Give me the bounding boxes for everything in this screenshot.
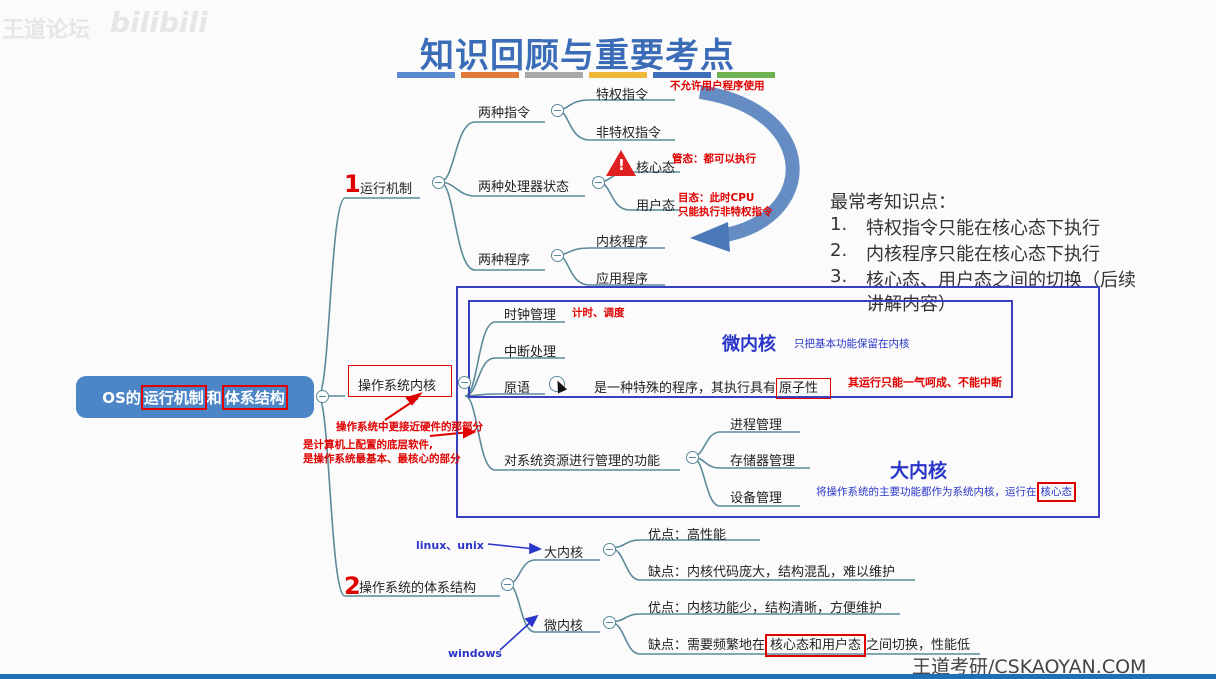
monolithic-kernel-node[interactable]: 大内核 xyxy=(544,546,584,561)
branch1-label[interactable]: 运行机制 xyxy=(360,182,413,197)
key-point-2-text: 内核程序只能在核心态下执行 xyxy=(866,244,1100,265)
micro-kernel-title: 微内核 xyxy=(722,334,776,355)
root-label-structure: 体系结构 xyxy=(221,384,288,410)
clock-management[interactable]: 时钟管理 xyxy=(504,308,557,323)
privileged-instruction[interactable]: 特权指令 xyxy=(596,88,649,103)
macro-kernel-title: 大内核 xyxy=(890,460,948,482)
branch1-collapse-toggle[interactable] xyxy=(432,176,445,189)
key-points-heading: 最常考知识点： xyxy=(830,192,956,213)
kernel-mode-note: 管态：都可以执行 xyxy=(672,153,756,165)
non-privileged-instruction[interactable]: 非特权指令 xyxy=(596,126,662,141)
branch2-collapse-toggle[interactable] xyxy=(501,578,514,591)
micro-collapse-toggle[interactable] xyxy=(603,616,616,629)
interrupt-handling[interactable]: 中断处理 xyxy=(504,345,557,360)
key-point-1-text: 特权指令只能在核心态下执行 xyxy=(866,218,1100,239)
bilibili-watermark: bilibili xyxy=(110,6,208,39)
macro-kernel-desc: 将操作系统的主要功能都作为系统内核，运行在核心态 xyxy=(816,482,1076,502)
os-kernel-node[interactable]: 操作系统内核 xyxy=(358,379,437,394)
micro-kernel-desc: 只把基本功能保留在内核 xyxy=(794,338,910,350)
processor-states-node[interactable]: 两种处理器状态 xyxy=(478,180,570,195)
warning-icon-mark: ! xyxy=(618,156,625,174)
micro-kernel-node[interactable]: 微内核 xyxy=(544,619,584,634)
atomicity: 原子性 xyxy=(776,378,832,399)
key-point-3-text: 核心态、用户态之间的切换（后续 xyxy=(866,270,1136,291)
title-bar-5 xyxy=(653,72,711,78)
root-label-mechanism: 运行机制 xyxy=(140,384,207,410)
user-mode[interactable]: 用户态 xyxy=(636,199,676,214)
macro-desc-prefix: 将操作系统的主要功能都作为系统内核，运行在 xyxy=(816,486,1037,498)
root-node[interactable]: OS的 运行机制 和 体系结构 xyxy=(76,376,314,418)
kernel-node-box xyxy=(348,365,452,397)
monolithic-pro[interactable]: 优点：高性能 xyxy=(648,528,727,543)
resource-management-node[interactable]: 对系统资源进行管理的功能 xyxy=(504,454,661,469)
instructions-collapse-toggle[interactable] xyxy=(551,104,564,117)
primitive-desc-prefix: 是一种特殊的程序，其执行具有 xyxy=(594,381,777,396)
watermark: 王道论坛 xyxy=(2,18,91,43)
key-point-2-num: 2. xyxy=(830,240,848,261)
key-point-3-num: 3. xyxy=(830,266,848,287)
root-label-and: 和 xyxy=(206,388,222,407)
primitive[interactable]: 原语 xyxy=(504,381,531,396)
instructions-node[interactable]: 两种指令 xyxy=(478,106,531,121)
key-point-1-num: 1. xyxy=(830,214,848,235)
bottom-bar xyxy=(0,674,1216,679)
linux-note: linux、unix xyxy=(416,539,484,552)
privileged-note: 不允许用户程序使用 xyxy=(670,80,765,92)
kernel-collapse-toggle[interactable] xyxy=(458,376,471,389)
monolithic-collapse-toggle[interactable] xyxy=(603,543,616,556)
process-management[interactable]: 进程管理 xyxy=(730,418,783,433)
clock-note: 计时、调度 xyxy=(572,307,625,319)
title-bar-4 xyxy=(589,72,647,78)
primitive-description: 是一种特殊的程序，其执行具有原子性 xyxy=(594,377,832,399)
user-mode-note-2: 只能执行非特权指令 xyxy=(678,206,773,218)
micro-con[interactable]: 缺点：需要频繁地在核心态和用户态之间切换，性能低 xyxy=(648,634,971,657)
micro-con-prefix: 缺点：需要频繁地在 xyxy=(648,638,766,653)
programs-node[interactable]: 两种程序 xyxy=(478,253,531,268)
kernel-note-3: 是操作系统最基本、最核心的部分 xyxy=(303,453,461,465)
kernel-note-1: 操作系统中更接近硬件的那部分 xyxy=(336,421,483,433)
micro-con-modes: 核心态和用户态 xyxy=(765,634,867,657)
branch2-number: 2 xyxy=(344,572,361,600)
warning-icon xyxy=(606,150,636,176)
root-collapse-toggle[interactable] xyxy=(316,390,329,403)
title-color-bars xyxy=(397,72,775,78)
curved-arrow-icon xyxy=(690,85,800,252)
atomic-note: 其运行只能一气呵成、不能中断 xyxy=(848,376,1002,389)
root-label-prefix: OS的 xyxy=(102,388,141,407)
title-bar-1 xyxy=(397,72,455,78)
page-title: 知识回顾与重要考点 xyxy=(420,36,735,76)
windows-note: windows xyxy=(448,647,502,660)
application-program[interactable]: 应用程序 xyxy=(596,272,649,287)
micro-con-suffix: 之间切换，性能低 xyxy=(866,638,971,653)
branch2-label[interactable]: 操作系统的体系结构 xyxy=(359,581,477,596)
mouse-cursor-icon xyxy=(549,376,565,392)
title-bar-6 xyxy=(717,72,775,78)
memory-management[interactable]: 存储器管理 xyxy=(730,454,796,469)
kernel-mode[interactable]: 核心态 xyxy=(636,161,676,176)
title-bar-2 xyxy=(461,72,519,78)
user-mode-note-1: 目态：此时CPU xyxy=(678,192,755,204)
monolithic-con[interactable]: 缺点：内核代码庞大，结构混乱，难以维护 xyxy=(648,565,896,580)
states-collapse-toggle[interactable] xyxy=(592,176,605,189)
kernel-program[interactable]: 内核程序 xyxy=(596,235,649,250)
key-point-3-continuation: 讲解内容） xyxy=(866,294,956,315)
title-bar-3 xyxy=(525,72,583,78)
footer-brand: 王道考研/CSKAOYAN.COM xyxy=(912,656,1147,678)
micro-kernel-box xyxy=(468,300,1013,398)
kernel-note-2: 是计算机上配置的底层软件, xyxy=(303,439,433,451)
micro-pro[interactable]: 优点：内核功能少，结构清晰，方便维护 xyxy=(648,601,883,616)
macro-desc-kernel-mode: 核心态 xyxy=(1036,482,1076,502)
programs-collapse-toggle[interactable] xyxy=(551,249,564,262)
outer-kernel-box xyxy=(456,286,1100,518)
branch1-number: 1 xyxy=(344,170,361,198)
device-management[interactable]: 设备管理 xyxy=(730,491,783,506)
resource-collapse-toggle[interactable] xyxy=(686,451,699,464)
